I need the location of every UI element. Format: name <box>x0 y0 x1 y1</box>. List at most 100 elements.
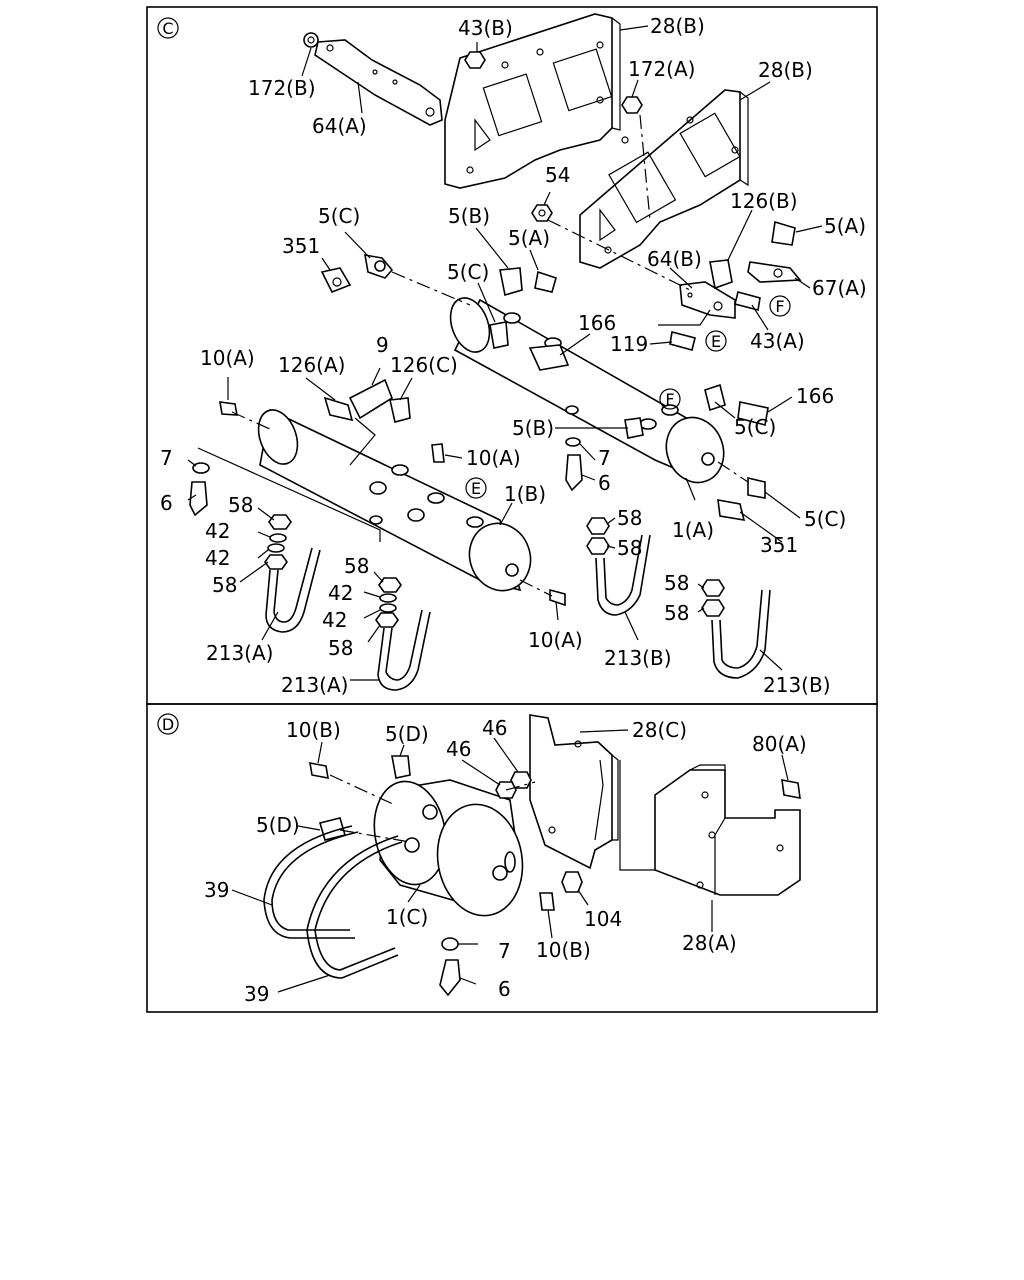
drain-cock-6-mid <box>565 454 583 492</box>
air-tank-1c <box>373 779 524 917</box>
label-351-right: 351 <box>760 533 798 557</box>
strap-39-lower <box>306 835 403 979</box>
label-39-upper: 39 <box>204 878 229 902</box>
assembly-line-6 <box>639 114 651 221</box>
bracket-28c <box>529 714 619 870</box>
label-5d-top: 5(D) <box>385 722 429 746</box>
check-valve-9 <box>348 378 393 420</box>
label-42-b: 42 <box>205 546 230 570</box>
label-6-left: 6 <box>160 491 173 515</box>
leader-lines-c <box>187 25 823 681</box>
section-d-frame <box>146 703 878 1013</box>
elbow-fitting-5a-right <box>771 220 796 246</box>
ref-marker-f-1-text: F <box>775 297 784 316</box>
air-tank-1b <box>257 408 532 592</box>
label-5a-top: 5(A) <box>508 226 550 250</box>
elbow-fitting-5c-left <box>364 254 394 279</box>
label-7-d: 7 <box>498 939 511 963</box>
label-43b: 43(B) <box>458 16 513 40</box>
ref-marker-e-1: E <box>705 330 727 352</box>
label-5a-right: 5(A) <box>824 214 866 238</box>
nuts-58-center <box>586 517 610 555</box>
nut-54 <box>531 204 553 222</box>
section-c-marker: C <box>157 17 179 39</box>
label-10a-upper: 10(A) <box>200 346 255 370</box>
drain-valve-351-left <box>320 267 352 294</box>
label-172b: 172(B) <box>248 76 316 100</box>
ref-marker-f-2-text: F <box>665 390 674 409</box>
label-1c: 1(C) <box>386 905 428 929</box>
bolt-80a <box>781 779 801 799</box>
label-58-c: 58 <box>617 506 642 530</box>
label-64a: 64(A) <box>312 114 367 138</box>
u-bolt-213a-left <box>265 547 321 633</box>
label-166-right: 166 <box>796 384 834 408</box>
section-d-marker: D <box>157 713 179 735</box>
section-d-marker-text: D <box>162 715 174 734</box>
reference-line-2 <box>349 417 376 466</box>
ref-marker-e-2: E <box>465 477 487 499</box>
label-58-g: 58 <box>664 601 689 625</box>
label-54: 54 <box>545 163 570 187</box>
label-28b-rear: 28(B) <box>650 14 705 38</box>
label-28a: 28(A) <box>682 931 737 955</box>
ref-marker-e-1-text: E <box>711 332 721 351</box>
strap-39-upper <box>263 825 359 939</box>
label-5c-left: 5(C) <box>318 204 360 228</box>
label-5b-top: 5(B) <box>448 204 490 228</box>
label-6-mid: 6 <box>598 471 611 495</box>
mounting-plate-rear <box>444 13 621 189</box>
bracket-28a <box>619 760 801 896</box>
label-42-d: 42 <box>322 608 347 632</box>
mounting-plate-front <box>579 89 749 269</box>
label-213b-center: 213(B) <box>604 646 672 670</box>
reference-line-1 <box>197 447 381 542</box>
elbow-fitting-5c-tank <box>489 321 509 349</box>
drain-cock-6-d <box>439 959 461 997</box>
u-bolt-213b-right <box>711 589 771 679</box>
label-7-mid: 7 <box>598 446 611 470</box>
u-bolt-213b-center <box>595 534 651 616</box>
part-labels: 43(B) 28(B) 172(B) 172(A) 28(B) 64(A) 54… <box>160 14 867 1006</box>
label-58-e: 58 <box>664 571 689 595</box>
label-213a-mid: 213(A) <box>281 673 348 697</box>
nut-104 <box>561 871 583 893</box>
label-80a: 80(A) <box>752 732 807 756</box>
nut-46-2 <box>510 771 532 789</box>
label-5b-mid: 5(B) <box>512 416 554 440</box>
leader-lines-d <box>231 729 789 993</box>
assembly-line-4 <box>519 579 553 597</box>
label-213b-right: 213(B) <box>763 673 831 697</box>
label-10a-lower: 10(A) <box>528 628 583 652</box>
label-166-upper: 166 <box>578 311 616 335</box>
drain-cock-6-left <box>189 481 208 517</box>
bracket-64b <box>679 281 736 319</box>
elbow-fitting-126c <box>389 397 411 423</box>
assembly-line-5 <box>717 461 749 483</box>
label-10a-mid: 10(A) <box>466 446 521 470</box>
label-5c-tank: 5(C) <box>447 260 489 284</box>
ref-marker-f-2: F <box>659 388 681 410</box>
nut-washer-stack-left <box>264 514 292 570</box>
label-42-a: 42 <box>205 519 230 543</box>
label-213a-left: 213(A) <box>206 641 273 665</box>
label-58-b: 58 <box>212 573 237 597</box>
assembly-line-d1 <box>329 774 396 806</box>
pressure-switch-166-upper <box>528 344 570 371</box>
label-126c: 126(C) <box>390 353 458 377</box>
bracket-67a <box>747 261 802 283</box>
label-7-left: 7 <box>160 446 173 470</box>
label-67a: 67(A) <box>812 276 867 300</box>
assembly-line-d2 <box>339 829 411 843</box>
bolt-172b <box>303 32 319 48</box>
bolt-119 <box>669 331 696 351</box>
label-126a: 126(A) <box>278 353 345 377</box>
label-28c: 28(C) <box>632 718 687 742</box>
washer-7-left <box>192 462 210 474</box>
fitting-126a <box>323 396 354 422</box>
washer-7-d <box>441 937 459 951</box>
drain-plug-10a-lower <box>549 588 566 607</box>
label-5d-left: 5(D) <box>256 813 300 837</box>
elbow-fitting-5b-top <box>499 267 523 297</box>
label-58-d: 58 <box>617 536 642 560</box>
